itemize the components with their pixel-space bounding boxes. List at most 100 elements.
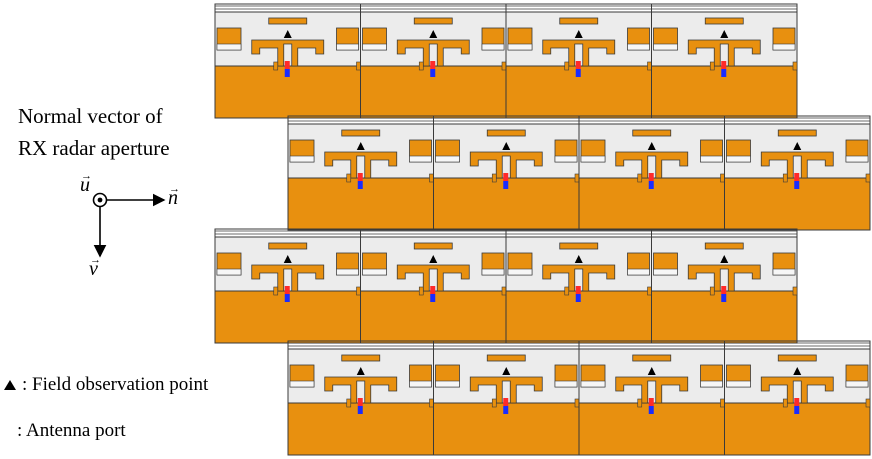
observation-point-marker <box>283 255 292 263</box>
observation-point-marker <box>793 367 802 375</box>
boundary-stem <box>792 286 798 296</box>
radiating-element <box>760 376 834 404</box>
side-block-gap <box>845 155 869 163</box>
array-row-1 <box>214 3 798 119</box>
director-strip <box>486 129 526 137</box>
radiating-element <box>542 264 616 292</box>
observation-point-marker <box>356 367 365 375</box>
feed-stem <box>564 61 570 71</box>
side-block-gap <box>289 380 315 388</box>
radiating-element <box>469 151 543 179</box>
antenna-cell <box>287 116 434 230</box>
boundary-stem <box>574 173 580 183</box>
observation-point-marker <box>647 142 656 150</box>
observation-point-marker <box>356 142 365 150</box>
feed-stem <box>346 173 352 183</box>
radiating-element <box>615 376 689 404</box>
u-out-of-page-icon <box>92 192 108 208</box>
radiating-element <box>469 376 543 404</box>
radiating-element <box>251 39 325 67</box>
antenna-cell <box>724 116 871 230</box>
array-row-4 <box>287 340 871 456</box>
antenna-cell <box>505 4 652 118</box>
antenna-port-top <box>648 173 654 181</box>
array-row-2 <box>287 115 871 231</box>
side-block-gap <box>362 43 387 51</box>
antenna-port-bottom <box>575 294 581 302</box>
side-block-gap <box>435 155 460 163</box>
side-block-gap <box>627 43 650 51</box>
side-block-gap <box>700 380 723 388</box>
director-strip <box>413 242 453 250</box>
coordinate-axes <box>92 192 166 258</box>
u-axis-label: u <box>80 174 90 196</box>
side-block-gap <box>627 268 650 276</box>
n-axis-label: n <box>168 187 178 209</box>
director-strip <box>341 354 381 362</box>
director-strip <box>341 129 381 137</box>
legend-port-label: : Antenna port <box>17 420 126 441</box>
antenna-port-top <box>503 398 509 406</box>
side-block-gap <box>409 380 432 388</box>
director-strip <box>704 17 744 25</box>
side-block-gap <box>554 380 578 388</box>
aperture-title-line-2: RX radar aperture <box>18 136 170 160</box>
antenna-cell <box>287 341 434 455</box>
observation-point-marker <box>647 367 656 375</box>
antenna-port-top <box>430 286 436 294</box>
director-strip <box>268 17 308 25</box>
boundary-stem <box>865 173 871 183</box>
director-strip <box>486 354 526 362</box>
antenna-cell <box>578 341 725 455</box>
boundary-stem <box>429 173 434 183</box>
observation-point-marker <box>429 255 438 263</box>
antenna-port-top <box>503 173 509 181</box>
antenna-cell <box>360 4 507 118</box>
side-block-gap <box>481 43 505 51</box>
antenna-port-top <box>284 286 290 294</box>
radiating-element <box>396 264 470 292</box>
antenna-port-top <box>721 61 727 69</box>
antenna-port-bottom <box>794 181 800 189</box>
antenna-cell <box>214 4 361 118</box>
antenna-port-top <box>430 61 436 69</box>
radiating-element <box>251 264 325 292</box>
legend-antenna-port: : Antenna port <box>6 420 126 442</box>
radiating-element <box>687 264 761 292</box>
boundary-stem <box>720 173 725 183</box>
radiating-element <box>760 151 834 179</box>
director-strip <box>704 242 744 250</box>
observation-point-marker <box>429 30 438 38</box>
side-block-gap <box>772 268 796 276</box>
legend-observation-label: : Field observation point <box>22 374 209 395</box>
antenna-port-bottom <box>430 69 436 77</box>
n-vector-accent: → <box>169 183 180 195</box>
side-block-gap <box>653 43 678 51</box>
side-block-gap <box>772 43 796 51</box>
radiating-element <box>542 39 616 67</box>
u-vector-accent: → <box>81 170 92 182</box>
feed-stem <box>637 398 643 408</box>
radiating-element <box>615 151 689 179</box>
boundary-stem <box>356 61 361 71</box>
antenna-port-top <box>721 286 727 294</box>
side-block-gap <box>481 268 505 276</box>
feed-stem <box>273 286 279 296</box>
feed-stem <box>564 286 570 296</box>
director-strip <box>559 17 599 25</box>
boundary-stem <box>501 286 507 296</box>
antenna-port-bottom <box>794 406 800 414</box>
side-block-gap <box>216 43 242 51</box>
observation-point-marker <box>283 30 292 38</box>
boundary-stem <box>356 286 361 296</box>
array-row-3 <box>214 228 798 344</box>
director-strip <box>268 242 308 250</box>
side-block-gap <box>726 380 751 388</box>
boundary-stem <box>647 61 652 71</box>
v-vector-accent: → <box>90 254 101 266</box>
antenna-port-bottom <box>721 69 727 77</box>
antenna-port-bottom <box>357 181 363 189</box>
antenna-cell <box>651 229 798 343</box>
feed-stem <box>273 61 279 71</box>
